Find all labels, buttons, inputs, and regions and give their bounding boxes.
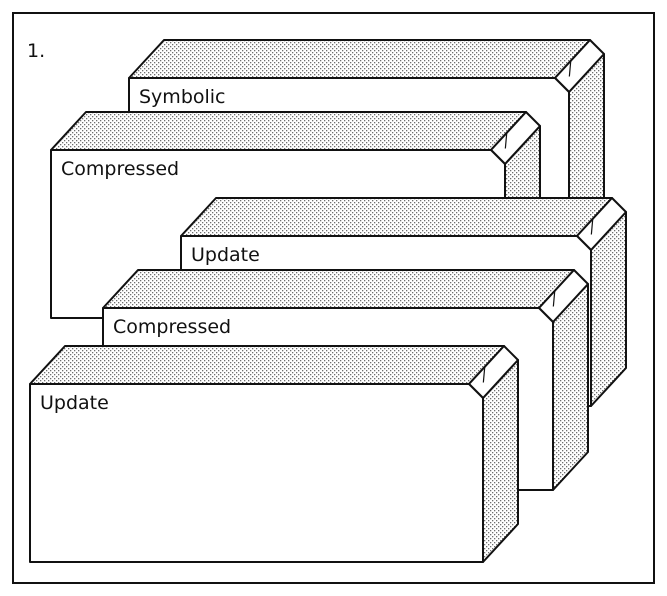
card-update-2: Update (29, 345, 519, 563)
card-label: Compressed (61, 158, 179, 180)
card-bevel-line (552, 290, 556, 307)
card-top-face (50, 111, 527, 151)
card-label: Update (40, 392, 109, 414)
card-bevel-line (504, 132, 508, 149)
card-bevel-line (568, 60, 572, 77)
card-front-face (29, 383, 484, 563)
card-top-face (180, 197, 613, 237)
figure-number: 1. (27, 40, 45, 62)
card-label: Symbolic (139, 86, 226, 108)
card-top-face (29, 345, 505, 385)
card-top-face (102, 269, 575, 309)
card-label: Compressed (113, 316, 231, 338)
card-top-face (128, 39, 591, 79)
card-label: Update (191, 244, 260, 266)
card-bevel-line (482, 366, 486, 383)
card-bevel-line (590, 218, 594, 235)
